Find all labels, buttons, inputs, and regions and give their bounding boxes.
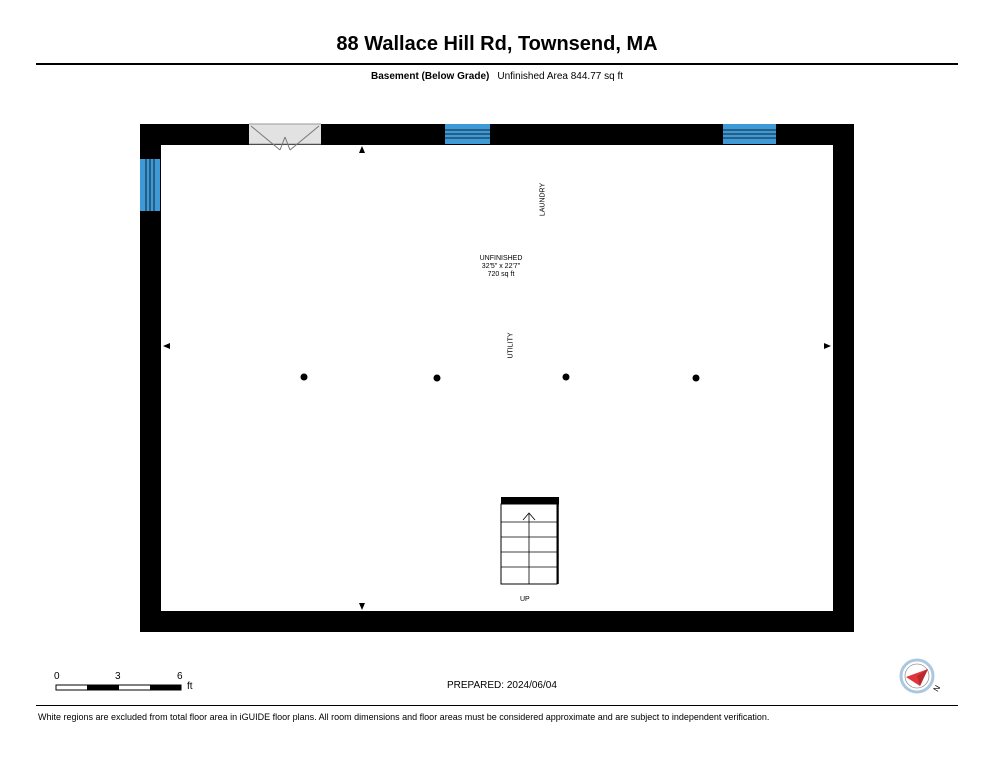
floor-name: Basement (Below Grade) <box>370 71 490 82</box>
column-post-icon <box>562 373 570 381</box>
double-door <box>249 123 321 151</box>
wall-right <box>833 124 854 632</box>
scale-bar <box>55 684 182 691</box>
scale-unit: ft <box>187 681 193 692</box>
scale-label-0: 0 <box>54 671 60 682</box>
disclaimer-text: White regions are excluded from total fl… <box>38 712 770 722</box>
plan-title: 88 Wallace Hill Rd, Townsend, MA <box>336 33 658 55</box>
north-arrow-icon: N <box>899 658 943 694</box>
scale-label-6: 6 <box>177 671 183 682</box>
title-rule <box>36 63 958 65</box>
svg-text:N: N <box>932 684 943 694</box>
stairs-up-label: UP <box>520 596 530 603</box>
triangle-marker-icon <box>359 146 365 153</box>
triangle-marker-icon <box>824 343 831 349</box>
prepared-date: PREPARED: 2024/06/04 <box>447 680 557 691</box>
wall-bottom <box>140 611 854 632</box>
room-dimensions: 32'5" x 22'7" <box>481 263 521 270</box>
room-unfinished: UNFINISHED 32'5" x 22'7" 720 sq ft <box>451 255 551 279</box>
window-top-2 <box>723 124 776 144</box>
window-left <box>140 159 160 211</box>
wall-left <box>140 124 161 632</box>
footer-rule <box>36 705 958 706</box>
scale-label-3: 3 <box>115 671 121 682</box>
column-post-icon <box>433 374 441 382</box>
room-area: 720 sq ft <box>487 271 515 278</box>
window-top-1 <box>445 124 490 144</box>
floor-area: Unfinished Area 844.77 sq ft <box>497 71 623 82</box>
column-post-icon <box>300 373 308 381</box>
floor-subtitle: Basement (Below Grade) Unfinished Area 84… <box>0 71 994 82</box>
room-name: UNFINISHED <box>479 255 523 262</box>
laundry-label: LAUNDRY <box>539 182 547 217</box>
column-post-icon <box>692 374 700 382</box>
stairs <box>500 497 559 585</box>
triangle-marker-icon <box>163 343 170 349</box>
triangle-marker-icon <box>359 603 365 610</box>
utility-label: UTILITY <box>507 332 515 359</box>
